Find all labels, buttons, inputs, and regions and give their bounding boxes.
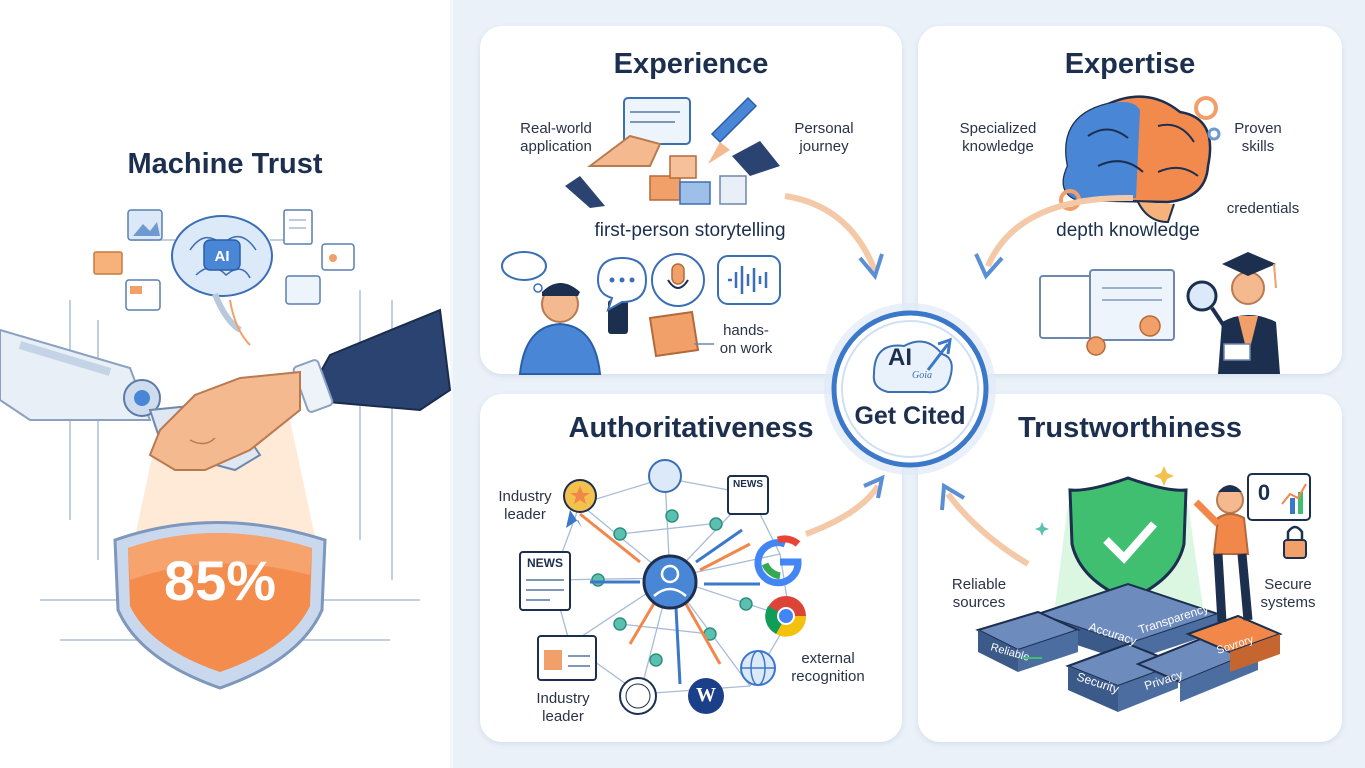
grad-cap-icon (1222, 252, 1276, 276)
expertise-label-depth: depth knowledge (1056, 220, 1200, 241)
sparkle-icon (1154, 466, 1174, 486)
authoritativeness-title: Authoritativeness (568, 412, 814, 444)
ai-chip-label: AI (215, 248, 230, 265)
authoritativeness-illustration (519, 459, 885, 715)
certificate-icon (1089, 269, 1175, 341)
folder-icon (93, 251, 123, 275)
ai-brain-icon (171, 215, 273, 346)
news-small-label: NEWS (733, 479, 763, 490)
human-hand-icon (148, 308, 452, 471)
google-icon (754, 539, 802, 587)
wikipedia-icon (688, 678, 724, 714)
hub-script-label: Goia (912, 370, 932, 381)
window-doc-icon (285, 275, 321, 305)
gear-icon (1194, 96, 1218, 120)
seal-stamp-icon (619, 677, 657, 715)
expertise-title: Expertise (1064, 48, 1196, 80)
brain-icon (1062, 95, 1212, 224)
block-icon (649, 175, 681, 201)
trust-label-reliable: Reliable sources (951, 576, 1007, 611)
hand-icon (587, 134, 662, 167)
pen-icon (710, 96, 758, 144)
get-cited-hub: AI Goia Get Cited (818, 302, 1002, 476)
machine-trust-panel: Machine Trust (0, 0, 452, 768)
seal-icon (1139, 315, 1161, 337)
browser-doc-icon (321, 243, 355, 271)
text-doc-icon (283, 209, 313, 245)
block-platform (975, 582, 1283, 712)
blue-arrows (590, 528, 760, 685)
expertise-label-credentials: credentials (1226, 200, 1300, 217)
machine-trust-illustration: AI 85% (0, 209, 452, 690)
news-small-icon (727, 475, 769, 515)
expertise-label-proven: Proven skills (1234, 120, 1282, 155)
phone-icon (608, 300, 628, 334)
globe-badge-icon (648, 459, 682, 493)
hub-get-cited-label: Get Cited (854, 402, 966, 430)
graduate-icon (1231, 271, 1265, 305)
dashboard-value: 0 (1257, 480, 1271, 505)
ai-cloud-icon (872, 340, 953, 394)
authoritativeness-label-leader-bottom: Industry leader (536, 690, 590, 725)
document-icons (93, 209, 355, 311)
orange-arrows (579, 512, 751, 665)
experience-illustration (501, 96, 884, 375)
experience-label-hands-on: hands-on work (719, 322, 773, 357)
trust-label-secure: Secure systems (1260, 576, 1316, 611)
pencil-cup-icon (719, 175, 747, 205)
lock-icon (1283, 539, 1307, 559)
trust-score: 85% (164, 549, 276, 612)
expertise-label-specialized: Specialized knowledge (959, 120, 1037, 155)
newspaper-label: NEWS (527, 556, 563, 570)
wikipedia-label: W (696, 684, 716, 706)
experience-title: Experience (613, 48, 769, 80)
experience-label-real-world: Real-world application (520, 120, 592, 155)
trust-shield-icon (113, 521, 327, 690)
hub-ai-label: AI (888, 344, 912, 371)
thought-bubble-icon (501, 251, 547, 281)
expertise-card: Expertise Specialized knowledge Proven s… (918, 26, 1342, 374)
books-icon (1223, 343, 1251, 361)
get-cited-badge (824, 303, 996, 475)
trustworthiness-title: Trustworthiness (1018, 412, 1242, 444)
trustworthiness-illustration: Accuracy Transparency Reliable Security … (940, 466, 1311, 712)
expertise-illustration (974, 95, 1280, 374)
experience-label-storytelling: first-person storytelling (594, 220, 786, 241)
page-doc-icon (125, 279, 161, 311)
notebook-icon (648, 310, 700, 358)
trustworthiness-card: Trustworthiness Reliable sources Secure … (918, 394, 1342, 742)
experience-label-journey: Personal journey (794, 120, 854, 155)
magnifier-icon (1186, 280, 1218, 312)
experience-card: Experience Real-world application Person… (480, 26, 902, 375)
authoritativeness-label-recognition: external recognition (791, 650, 865, 685)
machine-trust-title: Machine Trust (127, 148, 323, 180)
chat-bubble-icon (596, 256, 648, 313)
authoritativeness-card: Authoritativeness Industry leader Indust… (480, 394, 902, 742)
authoritativeness-label-leader-top: Industry leader (498, 488, 552, 523)
